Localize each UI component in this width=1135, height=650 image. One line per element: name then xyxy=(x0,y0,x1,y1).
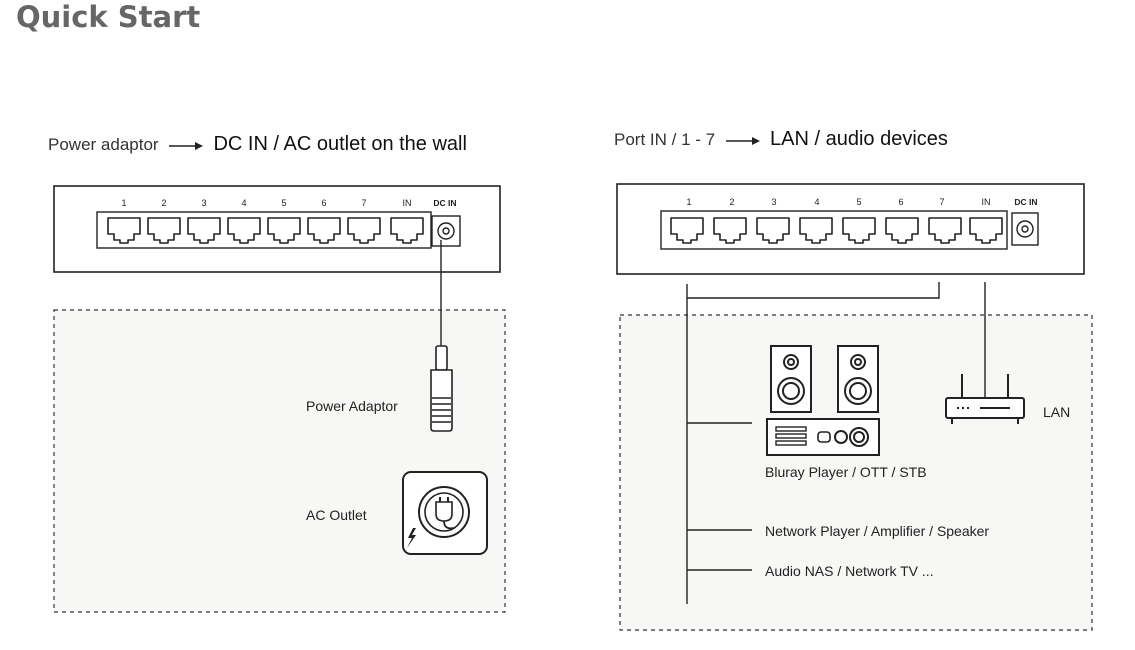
speaker-icon xyxy=(837,345,879,413)
port-label: 3 xyxy=(771,197,776,207)
dc-jack-icon xyxy=(1011,212,1039,246)
left-port-labels: 1 2 3 4 5 6 7 IN DC IN xyxy=(121,198,456,208)
ac-outlet-icon xyxy=(402,471,488,555)
port-label: IN xyxy=(982,197,991,207)
power-adaptor-plug-icon xyxy=(430,345,453,432)
port-label: 3 xyxy=(201,198,206,208)
left-dashed-area xyxy=(53,309,506,613)
port-label: DC IN xyxy=(1014,197,1037,207)
port-label: 6 xyxy=(321,198,326,208)
port-label: 7 xyxy=(939,197,944,207)
port-label: 2 xyxy=(729,197,734,207)
right-heading: Port IN / 1 - 7 LAN / audio devices xyxy=(614,128,948,151)
device-label: Network Player / Amplifier / Speaker xyxy=(765,523,989,539)
device-label: Audio NAS / Network TV ... xyxy=(765,563,934,579)
port-label: IN xyxy=(403,198,412,208)
arrow-right-icon xyxy=(725,136,760,145)
right-panel: 1 2 3 4 5 6 7 IN DC IN xyxy=(616,183,1093,631)
port-label: 1 xyxy=(121,198,126,208)
port-label: 5 xyxy=(856,197,861,207)
router-icon xyxy=(945,374,1025,424)
power-adaptor-label: Power Adaptor xyxy=(306,398,398,414)
right-port-labels: 1 2 3 4 5 6 7 IN DC IN xyxy=(686,197,1037,207)
dc-jack-icon xyxy=(431,215,461,247)
port-label: DC IN xyxy=(433,198,456,208)
connection-lines xyxy=(686,282,986,604)
port-label: 6 xyxy=(898,197,903,207)
port-label: 2 xyxy=(161,198,166,208)
audio-receiver-icon xyxy=(766,418,880,456)
right-heading-target: LAN / audio devices xyxy=(770,128,948,150)
speaker-icon xyxy=(770,345,812,413)
port-label: 4 xyxy=(241,198,246,208)
arrow-right-icon xyxy=(169,141,204,150)
device-label: Bluray Player / OTT / STB xyxy=(765,464,927,480)
port-label: 7 xyxy=(361,198,366,208)
left-port-strip xyxy=(96,211,432,249)
ac-outlet-label: AC Outlet xyxy=(306,507,367,523)
left-panel: 1 2 3 4 5 6 7 IN DC IN xyxy=(53,185,506,613)
left-heading-source: Power adaptor xyxy=(48,135,159,154)
left-heading: Power adaptor DC IN / AC outlet on the w… xyxy=(48,133,467,156)
right-heading-source: Port IN / 1 - 7 xyxy=(614,130,716,149)
lan-label: LAN xyxy=(1043,404,1070,420)
port-label: 4 xyxy=(814,197,819,207)
left-heading-target: DC IN / AC outlet on the wall xyxy=(213,133,467,155)
page-title: Quick Start xyxy=(16,0,201,34)
port-label: 1 xyxy=(686,197,691,207)
port-label: 5 xyxy=(281,198,286,208)
